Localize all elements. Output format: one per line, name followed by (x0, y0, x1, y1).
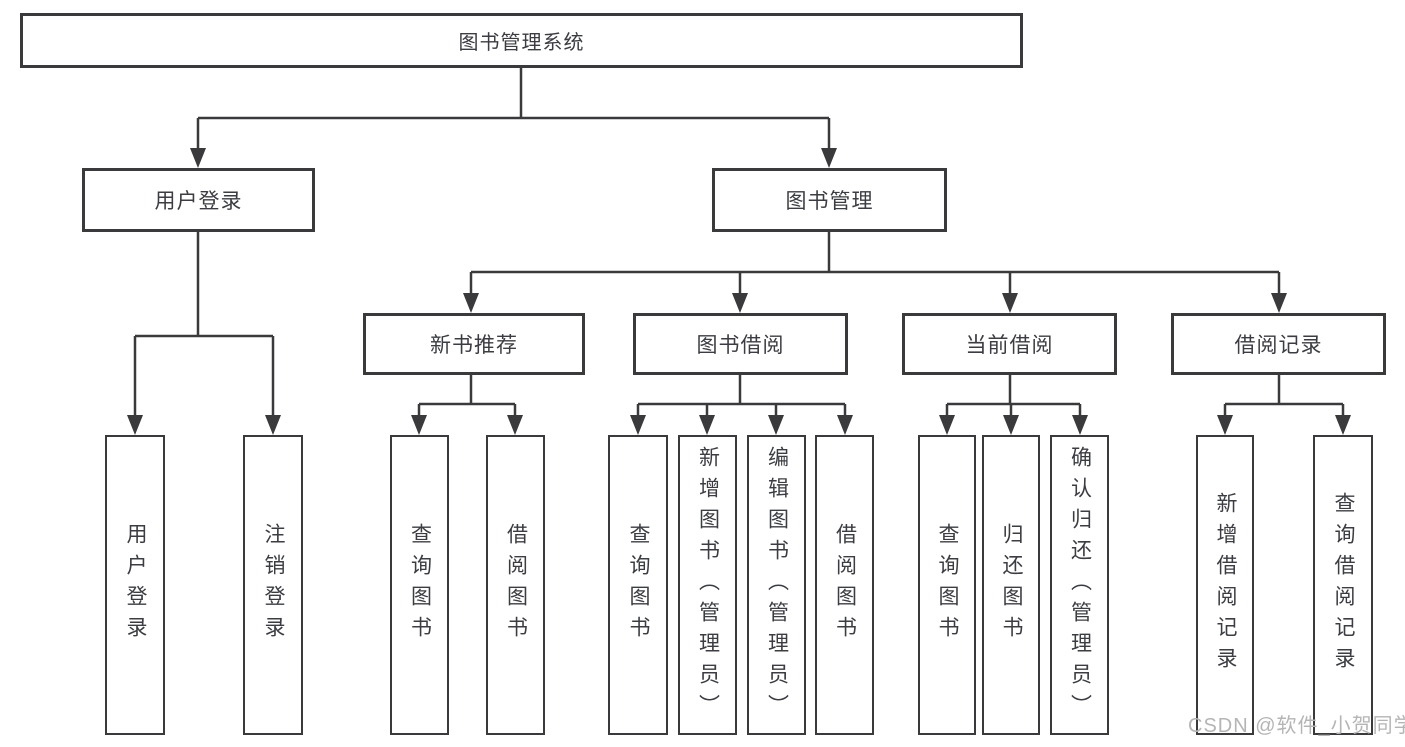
node-user-login-branch-label: 用户登录 (154, 190, 243, 213)
node-root: 图书管理系统 (20, 13, 1023, 68)
leaf-cb-query-books-label: 查询图书 (936, 523, 959, 647)
leaf-br-query-record: 查询借阅记录 (1313, 435, 1373, 735)
leaf-bb-add-books: 新增图书（管理员） (678, 435, 737, 735)
node-current-borrowing: 当前借阅 (902, 313, 1117, 375)
leaf-rec-borrow-books: 借阅图书 (486, 435, 545, 735)
leaf-logout: 注销登录 (243, 435, 303, 735)
leaf-bb-add-books-label: 新增图书（管理员） (696, 445, 720, 725)
leaf-bb-query-books-label: 查询图书 (627, 523, 650, 647)
node-user-login-branch: 用户登录 (82, 168, 315, 232)
node-borrowing-records: 借阅记录 (1171, 313, 1386, 375)
leaf-cb-return-books: 归还图书 (982, 435, 1040, 735)
leaf-br-query-record-label: 查询借阅记录 (1332, 492, 1355, 678)
leaf-cb-confirm-return: 确认归还（管理员） (1050, 435, 1109, 735)
leaf-bb-query-books: 查询图书 (608, 435, 668, 735)
node-new-book-recommend-label: 新书推荐 (430, 334, 518, 357)
node-book-management: 图书管理 (712, 168, 947, 232)
leaf-bb-edit-books-label: 编辑图书（管理员） (765, 445, 789, 725)
node-root-label: 图书管理系统 (458, 32, 585, 54)
leaf-logout-label: 注销登录 (262, 523, 285, 647)
node-new-book-recommend: 新书推荐 (363, 313, 585, 375)
leaf-rec-query-books-label: 查询图书 (408, 523, 432, 647)
node-current-borrowing-label: 当前借阅 (965, 334, 1054, 357)
leaf-user-login-label: 用户登录 (124, 523, 147, 647)
leaf-rec-borrow-books-label: 借阅图书 (504, 523, 528, 647)
node-book-borrowing: 图书借阅 (633, 313, 848, 375)
leaf-bb-edit-books: 编辑图书（管理员） (747, 435, 806, 735)
leaf-br-add-record: 新增借阅记录 (1196, 435, 1254, 735)
leaf-cb-confirm-return-label: 确认归还（管理员） (1068, 445, 1092, 725)
leaf-bb-borrow-books-label: 借阅图书 (833, 523, 857, 647)
leaf-user-login: 用户登录 (105, 435, 165, 735)
leaf-cb-return-books-label: 归还图书 (1000, 523, 1023, 647)
leaf-cb-query-books: 查询图书 (918, 435, 976, 735)
csdn-watermark: CSDN @软件_小贺同学 (1188, 715, 1405, 737)
node-borrowing-records-label: 借阅记录 (1234, 334, 1323, 357)
leaf-rec-query-books: 查询图书 (390, 435, 449, 735)
node-book-borrowing-label: 图书借阅 (696, 334, 785, 357)
leaf-br-add-record-label: 新增借阅记录 (1214, 492, 1237, 678)
leaf-bb-borrow-books: 借阅图书 (815, 435, 874, 735)
node-book-management-label: 图书管理 (785, 190, 874, 213)
